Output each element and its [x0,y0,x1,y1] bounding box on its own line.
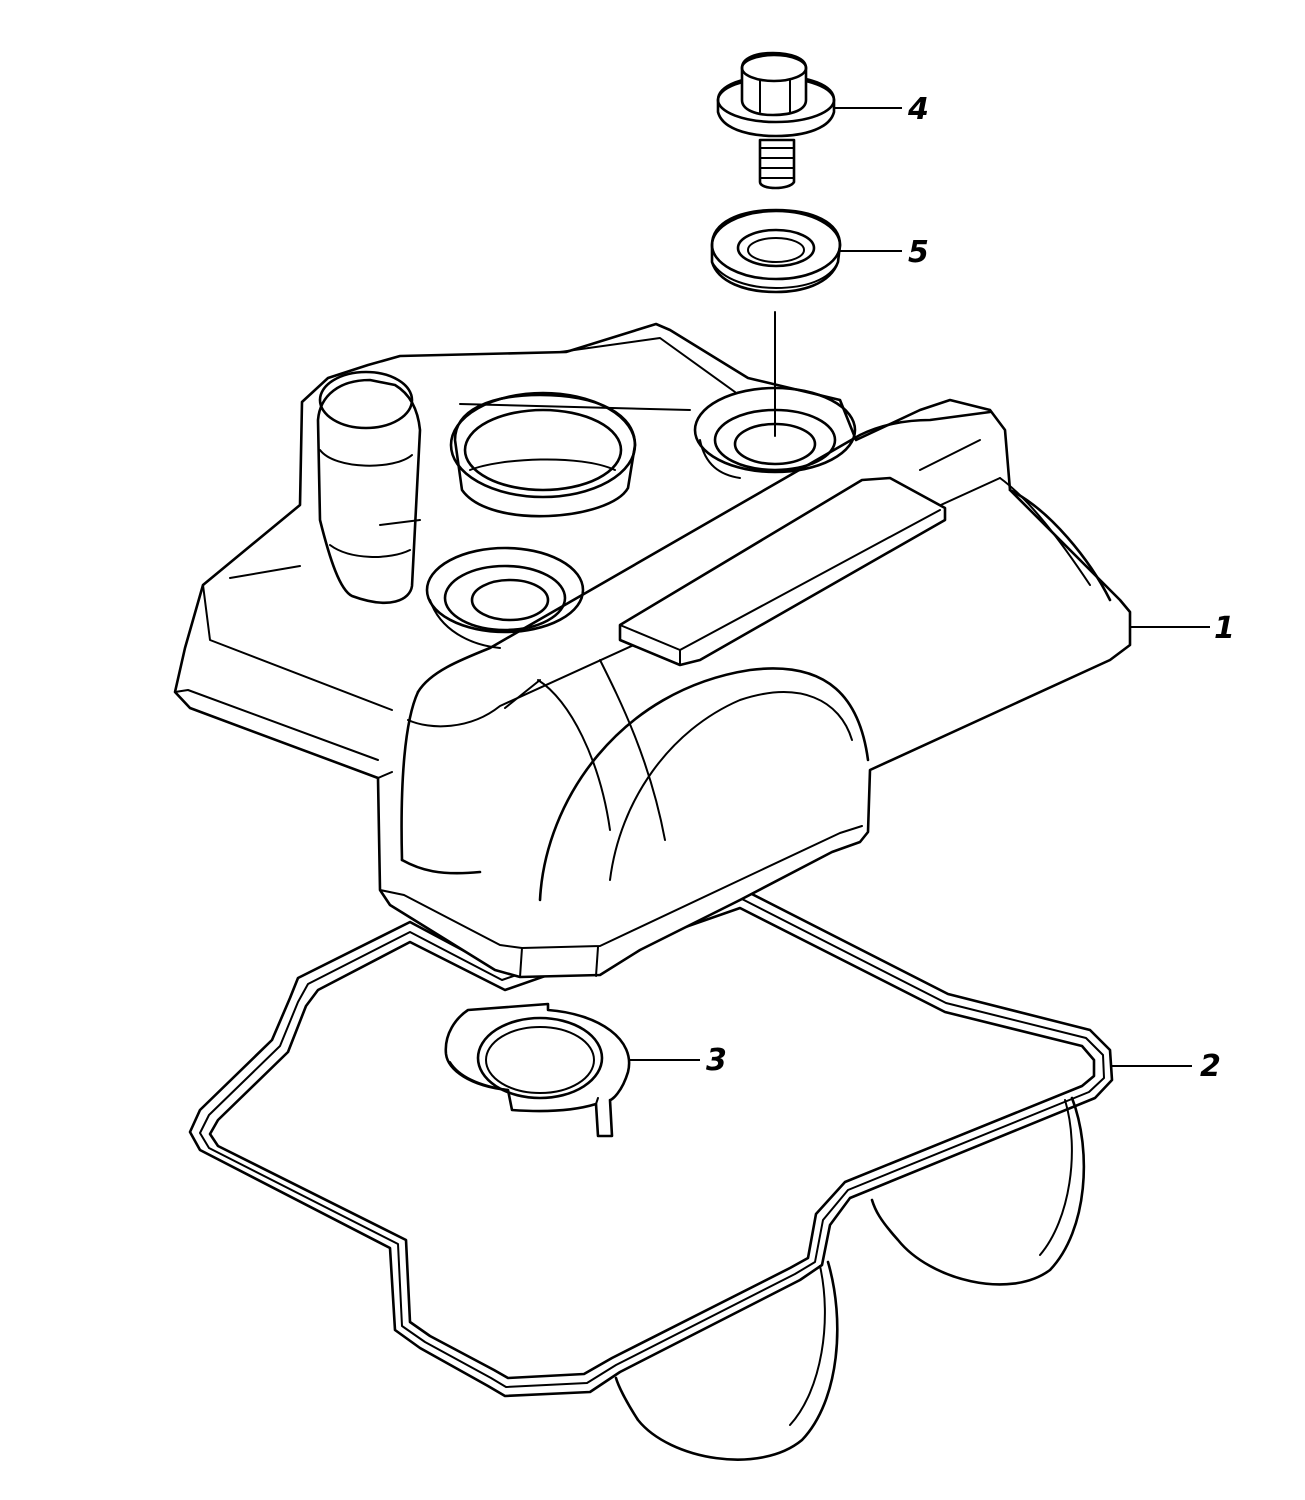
cover-gasket [188,886,1114,1461]
callout-2: 2 [1200,1049,1221,1084]
callout-1: 1 [1214,611,1235,646]
cover-bolt [716,51,836,190]
breather-tube [316,370,422,605]
callout-3: 3 [706,1043,727,1078]
lower-round-port [425,546,585,649]
bolt-seal-washer [710,208,842,294]
cylinder-bulge-left [614,1260,839,1461]
plug-hole-gasket [444,1002,631,1138]
callout-5: 5 [908,235,929,270]
callout-4: 4 [907,92,929,127]
cover-front-dome [538,667,870,902]
cylinder-head-cover [173,322,1132,979]
cover-center-ridge [416,410,992,694]
cover-top-pad [618,476,947,667]
gasket-outer-edge [188,886,1114,1398]
upper-large-port [449,391,637,518]
cylinder-bulge-right [870,1096,1086,1286]
gasket-inner-edge [208,906,1096,1380]
